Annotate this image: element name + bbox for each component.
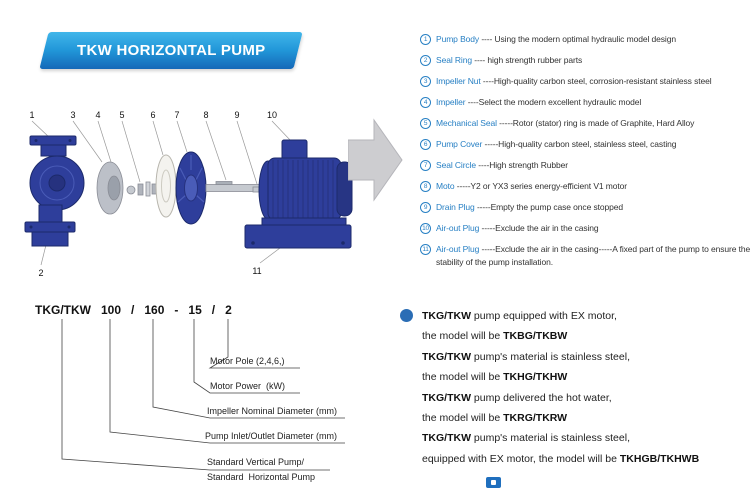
part-list-item: 1 Pump Body ---- Using the modern optima… bbox=[420, 33, 754, 46]
pump-exploded-diagram: 1 3 4 5 6 7 8 9 10 2 11 bbox=[24, 110, 353, 278]
flow-arrow-icon bbox=[348, 118, 403, 202]
variant-line: the model will be TKHG/TKHW bbox=[422, 371, 568, 384]
part-callout: 2 bbox=[38, 268, 43, 278]
motor bbox=[252, 139, 353, 226]
part-number-badge: 11 bbox=[420, 244, 431, 255]
part-desc: ----Select the modern excellent hydrauli… bbox=[467, 97, 642, 107]
part-callout: 1 bbox=[29, 110, 34, 120]
model-label-motor-power: Motor Power (kW) bbox=[210, 381, 286, 391]
part-list-item: 3 Impeller Nut ----High-quality carbon s… bbox=[420, 75, 754, 88]
model-label-impeller-diameter: Impeller Nominal Diameter (mm) bbox=[207, 406, 338, 416]
part-label: Pump Body bbox=[436, 34, 480, 44]
part-number-badge: 4 bbox=[420, 97, 431, 108]
part-desc: -----Exclude the air in the casing bbox=[481, 223, 599, 233]
motor-fins bbox=[272, 160, 334, 218]
variant-line: TKG/TKW pump's material is stainless ste… bbox=[422, 432, 630, 445]
model-code-segment: / bbox=[211, 303, 216, 317]
part-list-item: 11 Air-out Plug -----Exclude the air in … bbox=[420, 243, 754, 268]
part-label: Moto bbox=[436, 181, 455, 191]
model-code-segment: 15 bbox=[188, 303, 202, 317]
part-label: Pump Cover bbox=[436, 139, 483, 149]
part-desc: ----High-quality carbon steel, corrosion… bbox=[482, 76, 712, 86]
model-code-segment: / bbox=[131, 303, 135, 317]
part-callout: 9 bbox=[234, 110, 239, 120]
part-callout: 4 bbox=[95, 110, 100, 120]
part-callout: 6 bbox=[150, 110, 155, 120]
part-number-badge: 10 bbox=[420, 223, 431, 234]
model-code-segment: TKG/TKW bbox=[35, 303, 91, 317]
mechanical-seal bbox=[145, 181, 158, 197]
part-list-item: 4 Impeller ----Select the modern excelle… bbox=[420, 96, 754, 109]
part-label: Mechanical Seal bbox=[436, 118, 497, 128]
part-list-item: 8 Moto -----Y2 or YX3 series energy-effi… bbox=[420, 180, 754, 193]
part-number-badge: 3 bbox=[420, 76, 431, 87]
variant-line: TKG/TKW pump delivered the hot water, bbox=[422, 391, 612, 404]
variant-notes-block: TKG/TKW pump equipped with EX motor, the… bbox=[400, 306, 752, 469]
part-desc: ----High strength Rubber bbox=[478, 160, 568, 170]
part-list-item: 10 Air-out Plug -----Exclude the air in … bbox=[420, 222, 754, 235]
pump-base bbox=[244, 224, 352, 249]
part-desc: -----High-quality carbon steel, stainles… bbox=[484, 139, 677, 149]
part-label: Air-out Plug bbox=[436, 244, 480, 254]
part-callout: 11 bbox=[252, 266, 261, 276]
parts-description-list: 1 Pump Body ---- Using the modern optima… bbox=[420, 33, 754, 277]
bullet-icon bbox=[400, 309, 413, 322]
footer-logo bbox=[486, 477, 501, 488]
part-list-item: 2 Seal Ring ---- high strength rubber pa… bbox=[420, 54, 754, 67]
part-label: Seal Ring bbox=[436, 55, 472, 65]
model-code-segment: - bbox=[174, 303, 179, 317]
variant-line: TKG/TKW pump equipped with EX motor, bbox=[422, 310, 617, 322]
model-code-leader-lines bbox=[61, 319, 345, 471]
variant-notes: TKG/TKW pump equipped with EX motor, the… bbox=[422, 306, 699, 469]
variant-line: the model will be TKRG/TKRW bbox=[422, 412, 568, 425]
part-list-item: 7 Seal Circle ----High strength Rubber bbox=[420, 159, 754, 172]
model-code-segment: 160 bbox=[144, 303, 165, 317]
model-label-motor-pole: Motor Pole (2,4,6,) bbox=[210, 356, 285, 366]
part-desc: -----Exclude the air in the casing-----A… bbox=[436, 244, 751, 267]
part-label: Impeller bbox=[436, 97, 466, 107]
seal-circle bbox=[155, 154, 177, 218]
part-callout: 8 bbox=[203, 110, 208, 120]
part-callout: 5 bbox=[119, 110, 124, 120]
pump-cover bbox=[175, 151, 207, 225]
part-desc: ---- Using the modern optimal hydraulic … bbox=[481, 34, 676, 44]
model-code-segment: 100 bbox=[101, 303, 122, 317]
part-callout: 7 bbox=[174, 110, 179, 120]
part-callouts: 1 3 4 5 6 7 8 9 10 2 11 bbox=[29, 110, 277, 278]
part-list-item: 6 Pump Cover -----High-quality carbon st… bbox=[420, 138, 754, 151]
part-number-badge: 5 bbox=[420, 118, 431, 129]
model-label-standard-line1: Standard Vertical Pump/ bbox=[207, 457, 305, 467]
variant-line: the model will be TKBG/TKBW bbox=[422, 330, 568, 343]
page-title: TKW HORIZONTAL PUMP bbox=[76, 42, 266, 59]
part-number-badge: 2 bbox=[420, 55, 431, 66]
model-label-standard-line2: Standard Horizontal Pump bbox=[207, 472, 316, 482]
variant-line: TKG/TKW pump's material is stainless ste… bbox=[422, 350, 630, 363]
title-banner: TKW HORIZONTAL PUMP bbox=[39, 32, 303, 69]
part-desc: -----Rotor (stator) ring is made of Grap… bbox=[499, 118, 695, 128]
part-callout: 3 bbox=[70, 110, 75, 120]
part-desc: -----Empty the pump case once stopped bbox=[476, 202, 624, 212]
model-code-segment: 2 bbox=[225, 303, 232, 317]
part-number-badge: 1 bbox=[420, 34, 431, 45]
part-list-item: 9 Drain Plug -----Empty the pump case on… bbox=[420, 201, 754, 214]
leader-lines bbox=[31, 120, 292, 266]
impeller-nut bbox=[126, 183, 144, 196]
impeller bbox=[96, 161, 124, 215]
part-desc: ---- high strength rubber parts bbox=[474, 55, 583, 65]
part-label: Seal Circle bbox=[436, 160, 476, 170]
part-label: Air-out Plug bbox=[436, 223, 480, 233]
variant-line: equipped with EX motor, the model will b… bbox=[422, 452, 700, 465]
part-callout: 10 bbox=[267, 110, 277, 120]
part-number-badge: 7 bbox=[420, 160, 431, 171]
part-list-item: 5 Mechanical Seal -----Rotor (stator) ri… bbox=[420, 117, 754, 130]
part-number-badge: 6 bbox=[420, 139, 431, 150]
part-number-badge: 9 bbox=[420, 202, 431, 213]
model-label-inlet-outlet: Pump Inlet/Outlet Diameter (mm) bbox=[205, 431, 338, 441]
model-code: TKG/TKW 100 / 160 - 15 / 2 bbox=[35, 303, 232, 317]
part-label: Impeller Nut bbox=[436, 76, 481, 86]
part-desc: -----Y2 or YX3 series energy-efficient V… bbox=[456, 181, 628, 191]
part-number-badge: 8 bbox=[420, 181, 431, 192]
pump-body bbox=[24, 135, 85, 247]
part-label: Drain Plug bbox=[436, 202, 475, 212]
